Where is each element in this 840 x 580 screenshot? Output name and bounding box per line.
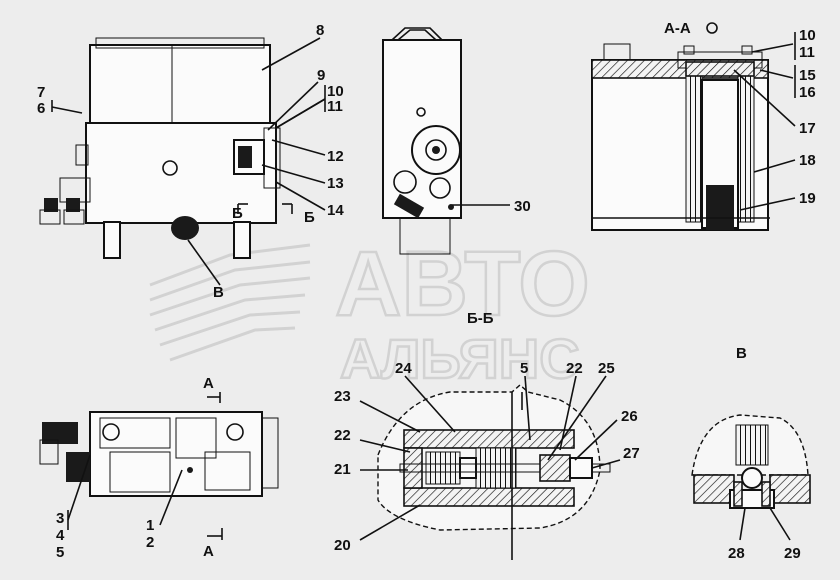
callout-11b: 11	[799, 44, 815, 61]
section-aa-title: А-А	[664, 20, 691, 37]
front-port	[162, 160, 178, 176]
callout-16: 16	[799, 84, 816, 101]
bb-spring-right	[475, 447, 517, 489]
callout-22b: 22	[566, 360, 583, 377]
left-spring-coil	[685, 73, 703, 223]
hose-nozzles	[39, 198, 85, 225]
callout-12: 12	[327, 148, 344, 165]
callout-29: 29	[784, 545, 801, 562]
v-spring	[735, 424, 769, 466]
callout-3: 3	[56, 510, 64, 527]
view-mark-b-right: Б	[304, 209, 315, 226]
watermark-logo: АВТО АЛЬЯНС	[149, 232, 591, 391]
callout-28: 28	[728, 545, 745, 562]
callout-26: 26	[621, 408, 638, 425]
top-rim	[95, 37, 265, 49]
callout-5b: 5	[520, 360, 528, 377]
side-view	[382, 27, 462, 255]
front-view	[39, 37, 281, 259]
top-view	[39, 411, 279, 497]
callout-9: 9	[317, 67, 325, 84]
callout-25: 25	[598, 360, 615, 377]
callout-14: 14	[327, 202, 344, 219]
right-leg	[233, 221, 251, 259]
callout-10: 10	[327, 83, 344, 100]
detail-v-title: В	[736, 345, 747, 362]
callout-1: 1	[146, 517, 154, 534]
rotation-circle-icon	[706, 22, 718, 34]
leader-lines	[51, 32, 796, 541]
callout-20: 20	[334, 537, 351, 554]
logo-stripes-icon	[149, 243, 311, 362]
v-ball	[741, 467, 763, 489]
callout-10b: 10	[799, 27, 816, 44]
bottom-drain	[171, 216, 199, 240]
callout-11: 11	[327, 98, 343, 115]
upper-housing	[89, 44, 271, 124]
detail-v	[691, 414, 811, 509]
view-mark-a-bottom: А	[203, 543, 214, 560]
view-mark-v: В	[213, 284, 224, 301]
top-fitting-upper	[42, 422, 78, 444]
section-bb-title: Б-Б	[467, 310, 494, 327]
view-mark-b-left: Б	[232, 205, 243, 222]
section-bb	[377, 384, 611, 560]
callout-4: 4	[56, 527, 65, 544]
callout-2: 2	[146, 534, 154, 551]
callout-21: 21	[334, 461, 351, 478]
view-mark-a-top: А	[203, 375, 214, 392]
bb-rod	[399, 463, 611, 473]
callout-17: 17	[799, 120, 816, 137]
callout-18: 18	[799, 152, 816, 169]
callout-labels: 8 9 10 11 12 13 14 7 6 30 10 11 15 16 17…	[37, 22, 816, 562]
right-spring-coil	[737, 73, 755, 223]
callout-13: 13	[327, 175, 344, 192]
callout-15: 15	[799, 67, 816, 84]
callout-6: 6	[37, 100, 45, 117]
left-leg	[103, 221, 121, 259]
watermark-line2: АЛЬЯНС	[340, 327, 580, 390]
callout-19: 19	[799, 190, 816, 207]
callout-30: 30	[514, 198, 531, 215]
bb-spring-left	[425, 451, 461, 485]
bb-upper-wall	[403, 429, 575, 449]
watermark-line1: АВТО	[335, 233, 590, 335]
callout-24: 24	[395, 360, 412, 377]
side-elbow	[393, 193, 425, 219]
callout-7: 7	[37, 84, 45, 101]
callout-22: 22	[334, 427, 351, 444]
callout-23: 23	[334, 388, 351, 405]
section-aa	[591, 43, 770, 231]
bb-lower-wall	[403, 487, 575, 507]
callout-27: 27	[623, 445, 640, 462]
callout-5: 5	[56, 544, 64, 561]
callout-8: 8	[316, 22, 324, 39]
